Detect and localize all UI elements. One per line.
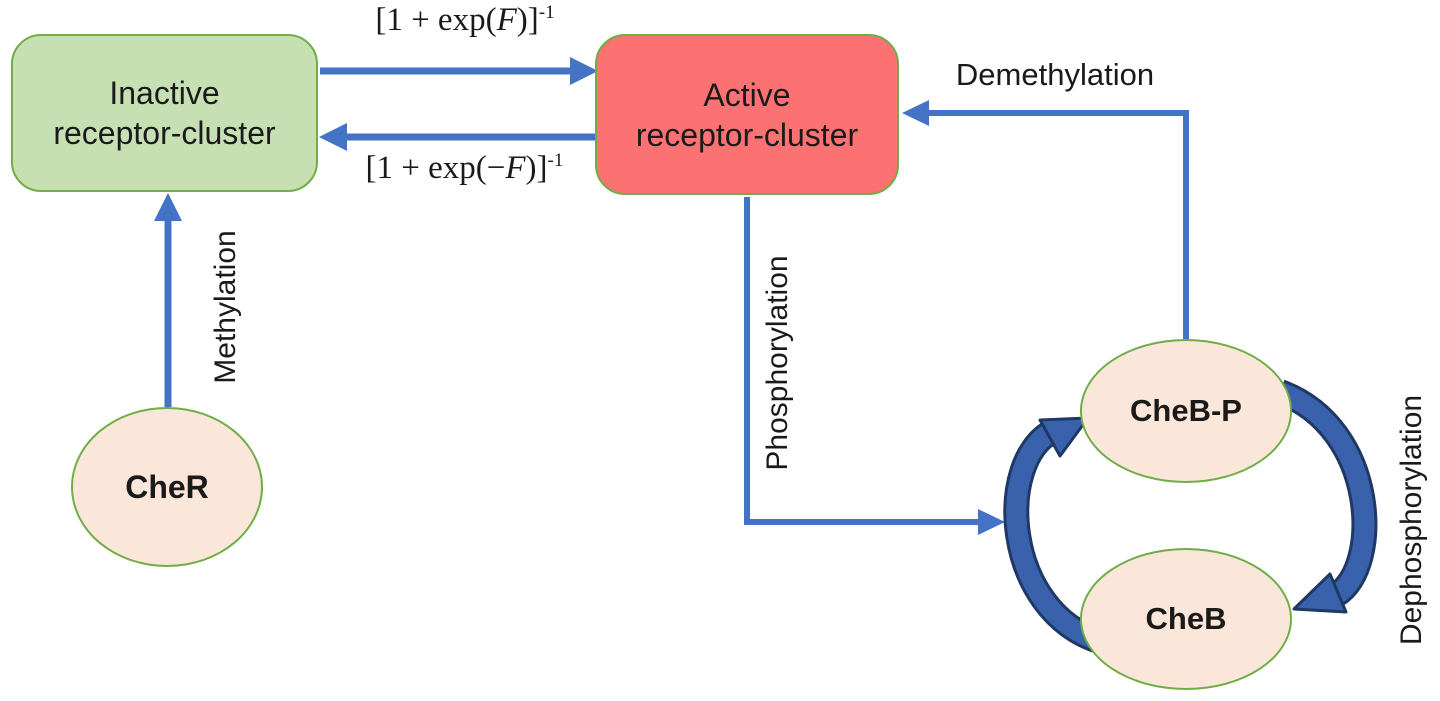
inactive-label-line2: receptor-cluster (53, 115, 276, 151)
activation-rate-formula: [1 + exp(F)]-1 (330, 2, 600, 39)
inactive-label-line1: Inactive (109, 75, 220, 111)
cher-label: CheR (125, 468, 209, 505)
cheb-node: CheB (1080, 548, 1292, 690)
cheb-p-label: CheB-P (1130, 393, 1242, 428)
inactive-receptor-cluster-node: Inactive receptor-cluster (11, 34, 318, 192)
phosphorylation-arrowhead (978, 509, 1005, 535)
deactivation-formula-prefix: [1 + exp(− (365, 150, 506, 186)
methylation-label: Methylation (208, 230, 242, 384)
deactivation-formula-superscript: -1 (547, 150, 564, 171)
cycle-down-arrowhead (1292, 572, 1348, 614)
cycle-down-arc (1276, 382, 1375, 604)
cycle-arrow-cheb-to-chebp (1003, 416, 1107, 655)
activation-formula-suffix: )] (516, 2, 539, 38)
cher-node: CheR (71, 407, 263, 567)
activation-arrow (320, 57, 598, 85)
deactivation-arrow (319, 123, 595, 151)
phosphorylation-arrow (744, 197, 1005, 535)
demethylation-arrow-line (926, 110, 1189, 340)
active-receptor-cluster-node: Active receptor-cluster (595, 34, 899, 195)
deactivation-formula-variable: F (505, 150, 526, 186)
demethylation-label: Demethylation (955, 57, 1155, 92)
deactivation-arrowhead (319, 123, 347, 151)
deactivation-formula-suffix: )] (525, 150, 548, 186)
activation-arrowhead (570, 57, 598, 85)
active-label-line2: receptor-cluster (635, 116, 859, 153)
cheb-p-node: CheB-P (1080, 339, 1292, 483)
activation-formula-variable: F (496, 2, 517, 38)
dephosphorylation-label: Dephosphorylation (1394, 394, 1428, 646)
methylation-arrowhead (154, 193, 182, 221)
deactivation-rate-formula: [1 + exp(−F)]-1 (322, 150, 607, 187)
phosphorylation-label: Phosphorylation (760, 255, 794, 471)
active-receptor-cluster-label: Active receptor-cluster (636, 75, 858, 155)
active-label-line1: Active (703, 76, 791, 113)
phosphorylation-arrow-line (744, 197, 981, 525)
cheb-label: CheB (1145, 601, 1227, 636)
methylation-arrow (154, 193, 182, 407)
activation-formula-prefix: [1 + exp( (375, 2, 497, 38)
activation-formula-superscript: -1 (538, 2, 555, 23)
demethylation-arrowhead (902, 100, 929, 126)
cycle-up-arrowhead (1038, 416, 1090, 458)
cycle-arrow-chebp-to-cheb (1274, 379, 1378, 614)
inactive-receptor-cluster-label: Inactive receptor-cluster (53, 73, 275, 153)
demethylation-arrow (902, 100, 1189, 340)
cycle-up-arc (1006, 422, 1106, 652)
